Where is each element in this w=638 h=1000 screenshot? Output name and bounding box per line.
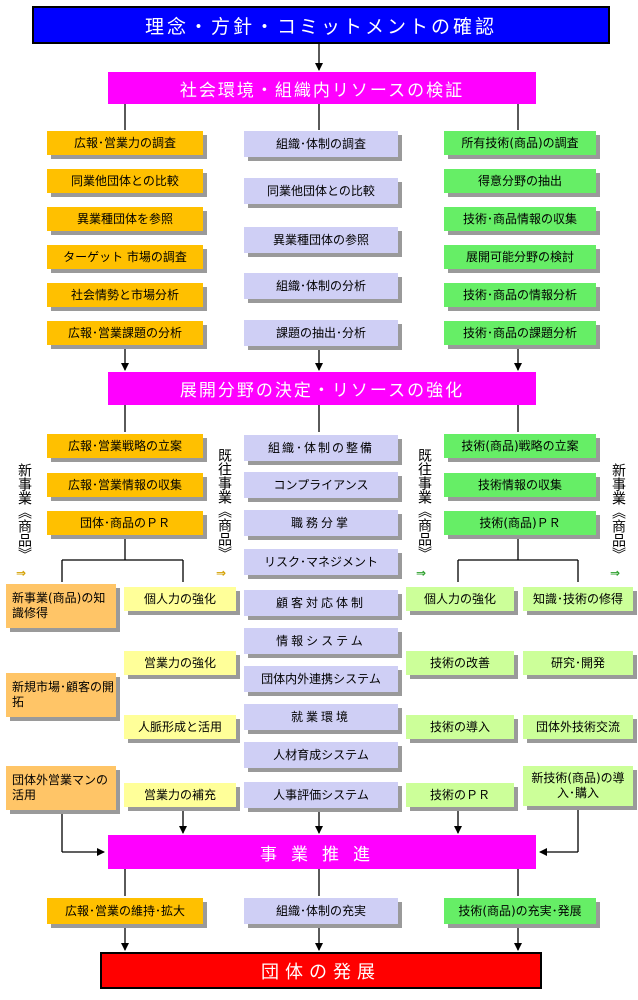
survey-center-item: 組織･体制の分析: [244, 273, 398, 299]
new-right-item: 団体外技術交流: [523, 715, 633, 739]
strategy-right-item: 技術情報の収集: [444, 473, 596, 497]
survey-right-item: 技術･商品の情報分析: [444, 283, 596, 307]
survey-right-item: 展開可能分野の検討: [444, 245, 596, 269]
arrow-right-icon: ⇒: [610, 566, 621, 580]
exist-right-item: 個人力の強化: [406, 587, 514, 611]
center-task-item: 情報システム: [244, 628, 398, 654]
center-task-item: リスク･マネジメント: [244, 549, 398, 575]
strategy-right-item: 技術(商品)ＰＲ: [444, 511, 596, 535]
commitment-banner: 理念・方針・コミットメントの確認: [32, 6, 610, 44]
exist-right-item: 技術のＰＲ: [406, 783, 514, 807]
verify-banner: 社会環境・組織内リソースの検証: [108, 72, 536, 104]
new-right-item: 知識･技術の修得: [523, 587, 633, 611]
exist-left-item: 営業力の強化: [124, 651, 236, 675]
center-task-item: 就業環境: [244, 704, 398, 730]
existing-business-label-right: 既往事業《商品》: [416, 448, 432, 560]
arrow-right-icon: ⇒: [416, 566, 427, 580]
new-business-label-left: 新事業《商品》: [16, 463, 32, 561]
survey-left-item: 社会情勢と市場分析: [47, 283, 203, 307]
survey-left-item: ターゲット 市場の調査: [47, 245, 203, 269]
arrow-right-icon: ⇒: [16, 566, 27, 580]
decide-banner: 展開分野の決定・リソースの強化: [108, 372, 536, 405]
new-right-item: 新技術(商品)の導入･購入: [523, 766, 633, 806]
exist-left-item: 営業力の補充: [124, 783, 236, 807]
survey-right-item: 所有技術(商品)の調査: [444, 131, 596, 155]
center-task-item: コンプライアンス: [244, 472, 398, 498]
survey-left-item: 同業他団体との比較: [47, 169, 203, 193]
strategy-left-item: 広報･営業戦略の立案: [47, 434, 203, 458]
new-left-item: 新事業(商品)の知識修得: [6, 584, 116, 628]
development-banner: 団体の発展: [100, 952, 542, 989]
result-item: 広報･営業の維持･拡大: [47, 898, 203, 924]
new-right-item: 研究･開発: [523, 651, 633, 675]
survey-center-item: 組織･体制の調査: [244, 131, 398, 157]
promote-banner: 事業推進: [108, 835, 536, 869]
result-item: 組織･体制の充実: [244, 898, 398, 924]
survey-center-item: 異業種団体の参照: [244, 227, 398, 253]
center-task-item: 職務分掌: [244, 510, 398, 536]
exist-left-item: 人脈形成と活用: [124, 715, 236, 739]
survey-right-item: 技術･商品の課題分析: [444, 321, 596, 345]
strategy-left-item: 広報･営業情報の収集: [47, 473, 203, 497]
strategy-right-item: 技術(商品)戦略の立案: [444, 434, 596, 458]
center-task-item: 団体内外連携システム: [244, 666, 398, 692]
strategy-left-item: 団体･商品のＰＲ: [47, 511, 203, 535]
center-task-item: 人材育成システム: [244, 742, 398, 768]
new-left-item: 新規市場･顧客の開拓: [6, 673, 116, 717]
exist-left-item: 個人力の強化: [124, 587, 236, 611]
survey-right-item: 得意分野の抽出: [444, 169, 596, 193]
survey-center-item: 同業他団体との比較: [244, 178, 398, 204]
survey-left-item: 広報･営業課題の分析: [47, 321, 203, 345]
survey-right-item: 技術･商品情報の収集: [444, 207, 596, 231]
new-business-label-right: 新事業《商品》: [610, 463, 626, 561]
existing-business-label-left: 既往事業《商品》: [216, 448, 232, 560]
result-item: 技術(商品)の充実･発展: [444, 898, 596, 924]
new-left-item: 団体外営業マンの活用: [6, 766, 116, 810]
exist-right-item: 技術の改善: [406, 651, 514, 675]
center-task-item: 人事評価システム: [244, 782, 398, 808]
arrow-right-icon: ⇒: [216, 566, 227, 580]
survey-left-item: 異業種団体を参照: [47, 207, 203, 231]
exist-right-item: 技術の導入: [406, 715, 514, 739]
survey-center-item: 課題の抽出･分析: [244, 320, 398, 346]
center-task-item: 組織･体制の整備: [244, 435, 398, 461]
center-task-item: 顧客対応体制: [244, 590, 398, 616]
survey-left-item: 広報･営業力の調査: [47, 131, 203, 155]
